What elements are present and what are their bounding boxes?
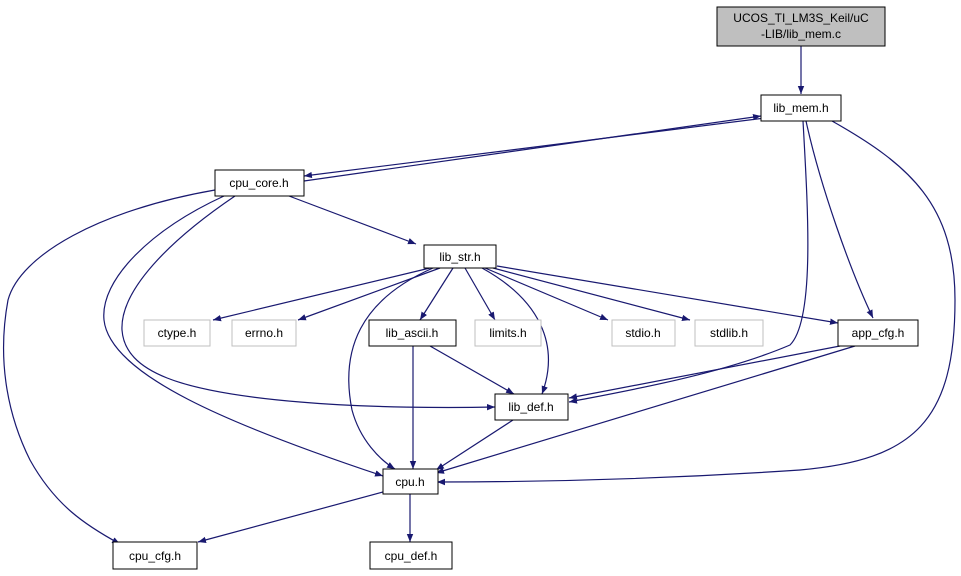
node-cpu-h[interactable]: cpu.h: [382, 468, 439, 495]
edge-lib-str-to-stdio: [484, 267, 609, 321]
edge-app-cfg-to-cpu: [435, 345, 856, 474]
node-errno-h: errno.h: [231, 319, 297, 347]
edge-lib-str-to-lib-ascii: [419, 267, 454, 321]
ctype-h-label: ctype.h: [158, 326, 197, 340]
edge-lib-str-to-ctype: [212, 267, 431, 322]
limits-h-label: limits.h: [489, 326, 526, 340]
edge-cpu-to-cpu-cfg: [197, 491, 384, 544]
edge-cpu-core-to-cpu: [103, 195, 384, 477]
edge-app-cfg-to-lib-def: [568, 345, 841, 400]
lib-ascii-h-label: lib_ascii.h: [386, 326, 439, 340]
node-lib-ascii-h[interactable]: lib_ascii.h: [368, 319, 457, 347]
edge-lib-str-to-cpu: [348, 267, 434, 470]
node-limits-h: limits.h: [474, 319, 542, 347]
edge-lib-str-to-limits: [464, 267, 496, 321]
node-app-cfg-h[interactable]: app_cfg.h: [837, 319, 919, 347]
node-stdio-h: stdio.h: [611, 319, 676, 347]
edge-lib-mem-to-app-cfg: [805, 120, 874, 319]
node-cpu-core-h[interactable]: cpu_core.h: [214, 169, 305, 197]
app-cfg-h-label: app_cfg.h: [852, 326, 905, 340]
stdio-h-label: stdio.h: [625, 326, 660, 340]
errno-h-label: errno.h: [245, 326, 283, 340]
cpu-def-h-label: cpu_def.h: [385, 549, 438, 563]
edge-lib-ascii-to-lib-def: [429, 345, 515, 395]
node-cpu-cfg-h[interactable]: cpu_cfg.h: [112, 541, 198, 570]
cpu-core-h-label: cpu_core.h: [229, 176, 288, 190]
node-lib-mem-h[interactable]: lib_mem.h: [760, 94, 842, 122]
stdlib-h-label: stdlib.h: [710, 326, 748, 340]
cpu-h-label: cpu.h: [395, 475, 424, 489]
node-lib-def-h[interactable]: lib_def.h: [494, 393, 569, 421]
edge-cpu-core-to-cpu-cfg: [3, 189, 216, 545]
edge-lib-str-to-stdlib: [492, 267, 691, 322]
root-node-label-line2: -LIB/lib_mem.c: [761, 27, 841, 41]
node-ctype-h: ctype.h: [143, 319, 211, 347]
lib-str-h-label: lib_str.h: [439, 250, 480, 264]
node-cpu-def-h[interactable]: cpu_def.h: [369, 541, 453, 570]
edge-cpu-core-to-lib-mem: [303, 113, 762, 182]
edge-lib-mem-to-cpu: [436, 120, 956, 486]
lib-mem-h-label: lib_mem.h: [773, 101, 828, 115]
node-lib-str-h[interactable]: lib_str.h: [423, 244, 497, 269]
edge-lib-str-to-app-cfg: [496, 265, 839, 325]
node-lib-mem-c-root: UCOS_TI_LM3S_Keil/uC -LIB/lib_mem.c: [716, 6, 886, 47]
lib-def-h-label: lib_def.h: [508, 400, 553, 414]
edge-lib-mem-to-lib-def: [568, 120, 809, 404]
node-stdlib-h: stdlib.h: [694, 319, 764, 347]
root-node-label-line1: UCOS_TI_LM3S_Keil/uC: [733, 11, 869, 25]
edge-cpu-core-to-lib-str: [288, 195, 417, 245]
edge-lib-mem-to-cpu-core: [303, 117, 766, 179]
edge-lib-def-to-cpu: [435, 419, 514, 471]
cpu-cfg-h-label: cpu_cfg.h: [129, 549, 181, 563]
edge-cpu-core-to-lib-def: [121, 195, 496, 411]
